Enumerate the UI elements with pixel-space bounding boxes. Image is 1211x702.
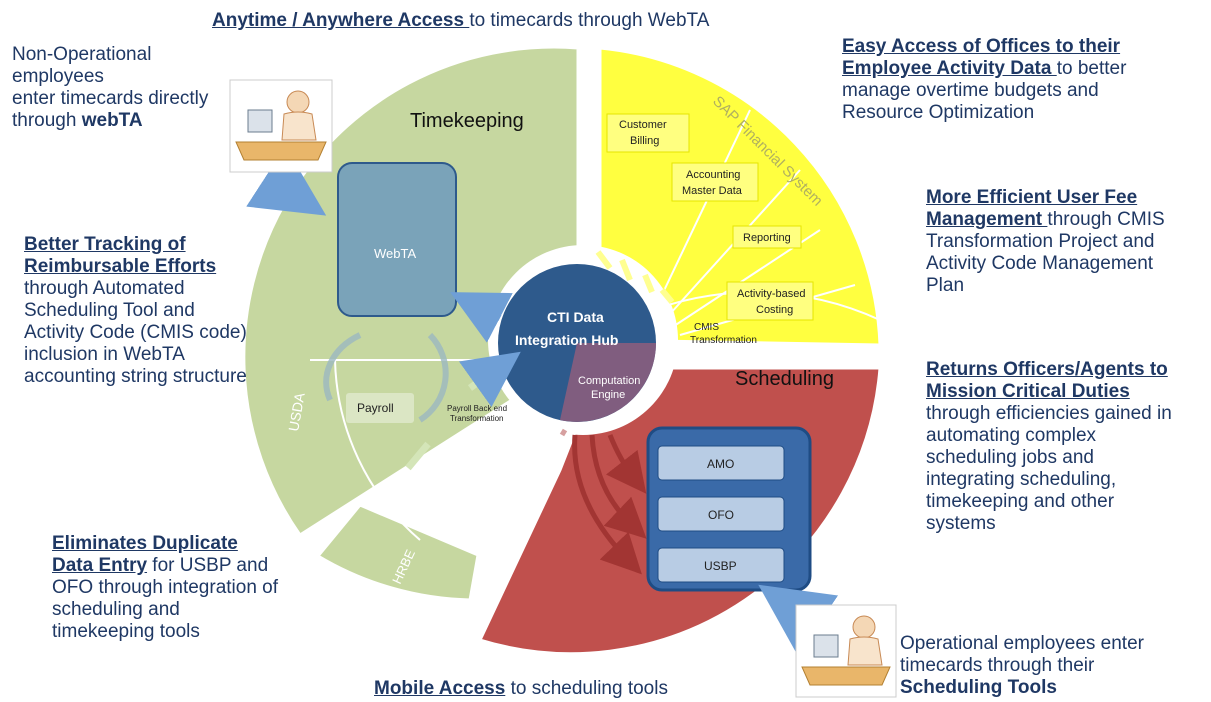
cmis-label-1: CMIS <box>694 322 719 333</box>
returns-line: integrating scheduling, <box>926 469 1117 490</box>
operational-line: Operational employees enter <box>900 633 1144 654</box>
reporting-label: Reporting <box>743 232 791 244</box>
hub-label-2: Integration Hub <box>515 332 618 348</box>
top-caption-heading: Anytime / Anywhere Access <box>212 10 470 31</box>
cycle-arrow-right <box>418 332 449 423</box>
top-caption: Anytime / Anywhere Access to timecards t… <box>212 10 709 32</box>
scheduling-double-arrows <box>559 428 647 575</box>
mobile-heading: Mobile Access <box>374 678 506 699</box>
nonop-line: enter timecards directly <box>12 88 209 109</box>
accounting-label-2: Master Data <box>682 185 743 197</box>
userfee-heading-2: Management <box>926 209 1048 230</box>
engine-label-1: Computation <box>578 375 640 387</box>
nonop-line: Non-Operational <box>12 44 152 65</box>
userfee-caption: More Efficient User Fee Management throu… <box>926 187 1206 297</box>
userfee-line: Plan <box>926 275 965 296</box>
userfee-line: Transformation Project and <box>926 231 1155 252</box>
amo-label: AMO <box>707 457 734 471</box>
userfee-heading-1: More Efficient User Fee <box>926 187 1138 208</box>
customer-billing-label-1: Customer <box>619 119 667 131</box>
person-at-desk-icon <box>795 604 897 698</box>
nonop-bold: webTA <box>81 110 143 131</box>
tracking-heading-1: Better Tracking of <box>24 234 186 255</box>
returns-line: scheduling jobs and <box>926 447 1094 468</box>
userfee-tail: through CMIS <box>1047 209 1165 230</box>
scheduling-title: Scheduling <box>735 368 834 390</box>
returns-caption: Returns Officers/Agents to Mission Criti… <box>926 359 1208 535</box>
engine-label-2: Engine <box>591 389 625 401</box>
activity-label-1: Activity-based <box>737 288 805 300</box>
operational-line: timecards through their <box>900 655 1095 676</box>
tracking-heading-2: Reimbursable Efforts <box>24 256 217 277</box>
duplicate-line: timekeeping tools <box>52 621 200 642</box>
activity-label-2: Costing <box>756 304 793 316</box>
offices-tail: to better <box>1056 58 1127 79</box>
ofo-label: OFO <box>708 508 734 522</box>
activity-box <box>726 281 814 321</box>
returns-heading-1: Returns Officers/Agents to <box>926 359 1168 380</box>
payroll-box <box>346 393 414 423</box>
usda-label: USDA <box>285 391 308 433</box>
nonop-line: through <box>12 110 82 131</box>
duplicate-heading-2: Data Entry <box>52 555 148 576</box>
userfee-line: Activity Code Management <box>926 253 1154 274</box>
nonop-line: employees <box>12 66 104 87</box>
webta-label: WebTA <box>374 246 416 261</box>
hrbe-band <box>315 503 480 602</box>
ofo-box <box>657 496 785 532</box>
usbp-label: USBP <box>704 559 737 573</box>
customer-billing-box <box>606 113 690 153</box>
duplicate-tail: for USBP and <box>147 555 269 576</box>
returns-line: systems <box>926 513 996 534</box>
amo-box <box>657 445 785 481</box>
returns-line: timekeeping and other <box>926 491 1115 512</box>
duplicate-line: OFO through integration of <box>52 577 279 598</box>
accounting-label-1: Accounting <box>686 169 740 181</box>
tracking-line: inclusion in WebTA <box>24 344 185 365</box>
hrbe-double-arrow <box>405 441 431 471</box>
mobile-caption: Mobile Access to scheduling tools <box>374 678 668 700</box>
person-at-desk-icon <box>229 79 333 173</box>
accounting-box <box>671 162 759 202</box>
payroll-transform-label-1: Payroll Back end <box>447 404 507 413</box>
usda-arc <box>334 359 421 541</box>
operational-caption: Operational employees enter timecards th… <box>900 633 1200 699</box>
offices-line: Resource Optimization <box>842 102 1035 123</box>
offices-heading-2: Employee Activity Data <box>842 58 1057 79</box>
payroll-label: Payroll <box>357 401 394 415</box>
tracking-line: accounting string structure <box>24 366 247 387</box>
customer-billing-label-2: Billing <box>630 135 659 147</box>
nonop-caption: Non-Operational employees enter timecard… <box>12 44 242 132</box>
sap-double-arrows <box>595 250 675 304</box>
tracking-line: Scheduling Tool and <box>24 300 195 321</box>
mobile-text: to scheduling tools <box>505 678 668 699</box>
tracking-line: through Automated <box>24 278 185 299</box>
offices-heading-1: Easy Access of Offices to their <box>842 36 1121 57</box>
duplicate-caption: Eliminates Duplicate Data Entry for USBP… <box>52 533 332 643</box>
usbp-box <box>657 547 785 583</box>
payroll-to-hub-arrow <box>458 351 521 408</box>
reporting-box <box>732 225 802 249</box>
offices-caption: Easy Access of Offices to their Employee… <box>842 36 1192 124</box>
webta-box <box>337 162 457 317</box>
cmis-label-2: Transformation <box>690 335 757 346</box>
computation-engine-wedge <box>560 343 656 422</box>
nonop-arrow <box>246 146 327 216</box>
hub-label-1: CTI Data <box>547 309 604 325</box>
offices-line: manage overtime budgets and <box>842 80 1099 101</box>
returns-heading-2: Mission Critical Duties <box>926 381 1130 402</box>
top-caption-text: to timecards through WebTA <box>469 10 710 31</box>
timekeeping-title: Timekeeping <box>410 110 524 132</box>
payroll-transform-label-2: Transformation <box>450 414 504 423</box>
returns-line: automating complex <box>926 425 1097 446</box>
cycle-arrow-left <box>323 332 362 402</box>
duplicate-line: scheduling and <box>52 599 180 620</box>
returns-line: through efficiencies gained in <box>926 403 1172 424</box>
hub-to-webta-arrow <box>450 292 513 343</box>
tracking-line: Activity Code (CMIS code) <box>24 322 247 343</box>
operational-bold: Scheduling Tools <box>900 677 1057 698</box>
duplicate-heading-1: Eliminates Duplicate <box>52 533 238 554</box>
tracking-caption: Better Tracking of Reimbursable Efforts … <box>24 234 314 388</box>
